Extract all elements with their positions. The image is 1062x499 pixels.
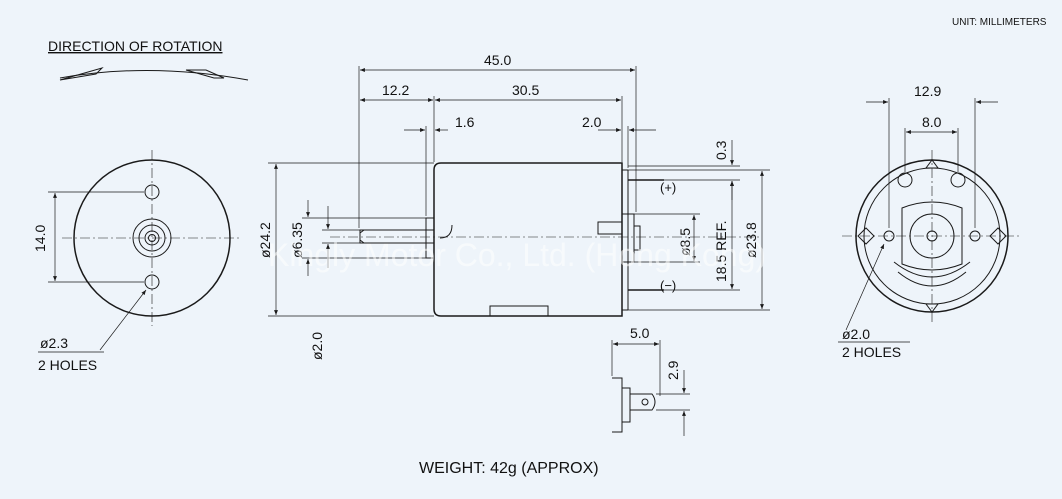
dim-terminal-offset: 2.0 xyxy=(582,114,602,130)
dim-boss-dia: ø6.35 xyxy=(289,222,305,258)
rear-hole-dia: ø2.0 xyxy=(842,326,870,342)
rotation-label: DIRECTION OF ROTATION xyxy=(48,38,222,54)
front-boss xyxy=(132,218,172,258)
mount-hole-bottom xyxy=(144,274,160,290)
side-view: (+) (−) 45.0 12.2 30.5 1.6 2.0 0.3 xyxy=(257,52,770,360)
terminal-plus-label: (+) xyxy=(660,180,676,195)
dim-body-length: 30.5 xyxy=(512,82,539,98)
rear-hole-left xyxy=(897,172,913,188)
terminal-dim-height: 2.9 xyxy=(665,360,681,380)
rear-dim-outer: 12.9 xyxy=(914,83,941,99)
rear-view: 12.9 8.0 ø2.0 2 HOLES xyxy=(838,83,1022,360)
dim-bushing-dia: ø8.5 xyxy=(677,228,693,256)
front-view: 14.0 ø2.3 2 HOLES xyxy=(32,150,240,373)
rotation-arrow-icon xyxy=(59,66,249,81)
dim-terminal-gap: 0.3 xyxy=(713,140,729,160)
dim-shaft-length: 12.2 xyxy=(382,82,409,98)
rear-bushing xyxy=(909,213,955,259)
rear-dim-inner: 8.0 xyxy=(922,114,942,130)
terminal-minus-label: (−) xyxy=(660,278,676,293)
terminal-detail: 5.0 2.9 xyxy=(611,325,690,436)
rear-hole-count: 2 HOLES xyxy=(842,344,901,360)
mount-hole-top xyxy=(144,184,160,200)
front-hole-dia: ø2.3 xyxy=(40,335,68,351)
terminal-dim-width: 5.0 xyxy=(630,325,650,341)
dim-shaft-dia: ø2.0 xyxy=(309,332,325,360)
front-dim-hole-spacing: 14.0 xyxy=(32,225,48,252)
dim-terminal-spacing: 18.5 REF. xyxy=(713,221,729,282)
watermark-text: Kingly Motor Co., Ltd. (Hong Kong) xyxy=(268,237,766,273)
dim-boss-length: 1.6 xyxy=(455,114,475,130)
unit-note: UNIT: MILLIMETERS xyxy=(952,17,1047,28)
weight-label: WEIGHT: 42g (APPROX) xyxy=(419,460,599,477)
rear-mount-hole-left xyxy=(883,230,895,242)
front-boss-side xyxy=(425,217,435,259)
rear-mount-hole-right xyxy=(969,230,981,242)
motor-body xyxy=(433,162,623,317)
dim-body-dia-rear: ø23.8 xyxy=(743,222,759,258)
dim-overall-length: 45.0 xyxy=(484,52,511,68)
rear-hole-right xyxy=(950,172,966,188)
front-hole-count: 2 HOLES xyxy=(38,357,97,373)
dim-body-dia-front: ø24.2 xyxy=(257,222,273,258)
